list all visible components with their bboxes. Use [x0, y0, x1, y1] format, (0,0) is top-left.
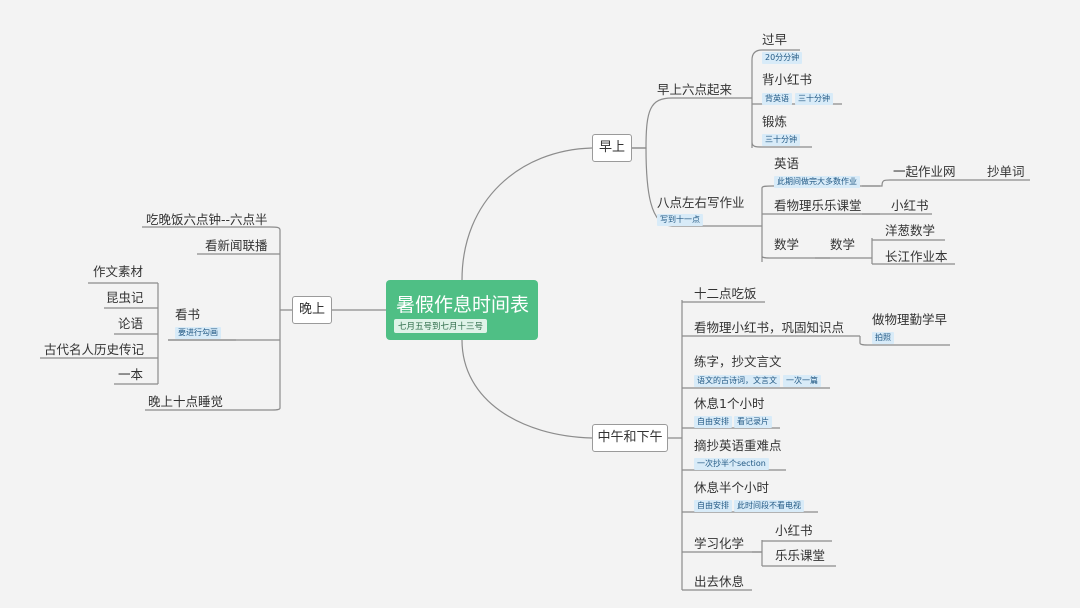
branch-afternoon[interactable]: 中午和下午	[592, 424, 668, 452]
line-english-chain	[862, 179, 1030, 187]
node-reading[interactable]: 看书	[175, 307, 201, 322]
node-math-child[interactable]: 数学	[830, 237, 856, 252]
line-morning-wake	[632, 97, 735, 149]
tag-calligraphy-1: 语文的古诗词，文言文	[694, 375, 780, 387]
line-physics-child	[859, 336, 950, 346]
node-english-notes[interactable]: 摘抄英语重难点	[694, 438, 782, 453]
branch-morning[interactable]: 早上	[592, 134, 632, 162]
tag-red-book-1: 背英语	[762, 93, 792, 105]
tag-rest-hour-2: 看记录片	[734, 416, 772, 428]
node-book-insects[interactable]: 昆虫记	[106, 290, 144, 305]
root-title: 暑假作息时间表	[396, 294, 530, 316]
node-rest-half[interactable]: 休息半个小时	[694, 480, 770, 495]
node-breakfast[interactable]: 过早	[762, 32, 788, 47]
node-red-book[interactable]: 背小红书	[762, 72, 813, 87]
node-onion-math[interactable]: 洋葱数学	[885, 223, 936, 238]
line-books	[40, 282, 236, 385]
tag-red-book-2: 三十分钟	[795, 93, 833, 105]
node-book-analects[interactable]: 论语	[118, 316, 144, 331]
tag-rest-hour-1: 自由安排	[694, 416, 732, 428]
node-book-biography[interactable]: 古代名人历史传记	[44, 342, 145, 357]
line-evening-items	[142, 226, 281, 411]
node-calligraphy[interactable]: 练字，抄文言文	[694, 354, 782, 369]
node-wake[interactable]: 早上六点起来	[657, 82, 733, 97]
node-english[interactable]: 英语	[774, 156, 800, 171]
tag-rest-half-2: 此时间段不看电视	[734, 500, 804, 512]
tag-reading: 要进行勾画	[175, 327, 221, 339]
node-homework[interactable]: 八点左右写作业	[657, 195, 745, 210]
branch-evening[interactable]: 晚上	[292, 296, 332, 324]
tag-exercise: 三十分钟	[762, 134, 800, 146]
node-chem-red-book[interactable]: 小红书	[775, 523, 813, 538]
line-math-chain	[815, 238, 955, 265]
tag-english-notes: 一次抄半个section	[694, 458, 769, 470]
tag-english: 此期间做完大多数作业	[774, 176, 860, 188]
node-go-out[interactable]: 出去休息	[694, 574, 745, 589]
line-root-morning	[461, 147, 593, 281]
node-lunch[interactable]: 十二点吃饭	[694, 286, 757, 301]
node-changjiang[interactable]: 长江作业本	[885, 249, 948, 264]
tag-photo: 拍照	[872, 332, 894, 344]
node-dinner[interactable]: 吃晚饭六点钟--六点半	[146, 212, 268, 227]
node-book-one[interactable]: 一本	[118, 367, 144, 382]
node-chemistry[interactable]: 学习化学	[694, 536, 745, 551]
node-rest-hour[interactable]: 休息1个小时	[694, 396, 765, 411]
node-exercise[interactable]: 锻炼	[762, 114, 788, 129]
tag-homework: 写到十一点	[657, 214, 703, 226]
tag-rest-half-1: 自由安排	[694, 500, 732, 512]
node-news[interactable]: 看新闻联播	[205, 238, 268, 253]
root-tag: 七月五号到七月十三号	[394, 319, 488, 333]
node-sleep[interactable]: 晚上十点睡觉	[148, 394, 224, 409]
node-physics-practice[interactable]: 做物理勤学早	[872, 312, 948, 327]
node-math[interactable]: 数学	[774, 237, 800, 252]
line-afternoon-trunk	[668, 300, 683, 590]
tag-breakfast-time: 20分分钟	[762, 52, 803, 64]
node-chem-lele[interactable]: 乐乐课堂	[775, 548, 826, 563]
node-physics-red-book[interactable]: 小红书	[891, 198, 929, 213]
line-afternoon-items	[682, 301, 860, 591]
node-physics-review[interactable]: 看物理小红书，巩固知识点	[694, 320, 845, 335]
line-root-afternoon	[461, 339, 593, 439]
line-evening-trunk	[279, 230, 292, 340]
node-physics-class[interactable]: 看物理乐乐课堂	[774, 198, 862, 213]
node-copy-words[interactable]: 抄单词	[987, 164, 1025, 179]
line-chem-children	[752, 540, 836, 567]
node-book-essay[interactable]: 作文素材	[93, 264, 144, 279]
line-wake-items	[735, 49, 842, 148]
line-homework-children	[755, 185, 880, 262]
node-yiqi[interactable]: 一起作业网	[893, 164, 956, 179]
tag-calligraphy-2: 一次一篇	[783, 375, 821, 387]
